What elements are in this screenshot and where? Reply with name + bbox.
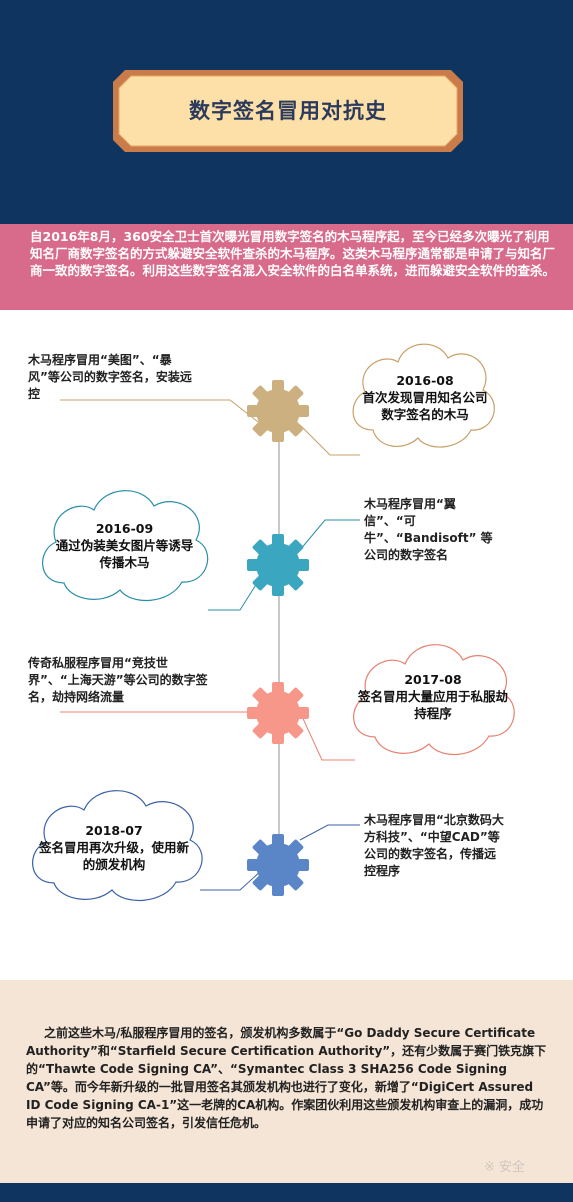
- event-detail: 木马程序冒用“北京数码大方科技”、“中望CAD”等公司的数字签名，传播远控程序: [364, 813, 504, 878]
- event-summary: 签名冒用大量应用于私服劫持程序: [358, 689, 509, 721]
- gear-icon: [247, 534, 309, 596]
- event-summary: 签名冒用再次升级，使用新的颁发机构: [38, 840, 189, 872]
- title-plate: 数字签名冒用对抗史: [113, 70, 463, 152]
- title-plate-shape: [113, 70, 463, 152]
- cloud-bubble: [42, 490, 209, 602]
- cloud-bubble: [353, 644, 515, 756]
- event-date: 2016-08: [396, 373, 454, 388]
- bottom-bar: [0, 1183, 573, 1202]
- event-date: 2018-07: [85, 823, 143, 838]
- footer-text: 之前这些木马/私服程序冒用的签名，颁发机构多数属于“Go Daddy Secur…: [26, 1026, 547, 1130]
- event-date: 2017-08: [404, 672, 462, 687]
- intro-text: 自2016年8月，360安全卫士首次曝光冒用数字签名的木马程序起，至今已经多次曝…: [30, 229, 556, 278]
- event-detail: 传奇私服程序冒用“竞技世界”、“上海天游”等公司的数字签名，劫持网络流量: [28, 656, 208, 704]
- cloud-bubble: [32, 790, 203, 902]
- page-title: 数字签名冒用对抗史: [189, 99, 387, 123]
- intro-banner: [0, 224, 573, 310]
- timeline-axis: [278, 385, 280, 855]
- event-summary: 通过伪装美女图片等诱导传播木马: [55, 538, 194, 570]
- event-summary: 首次发现冒用知名公司数字签名的木马: [362, 390, 488, 422]
- event-detail: 木马程序冒用“美图”、“暴风”等公司的数字签名，安装远控: [28, 353, 192, 401]
- gear-icon: [247, 834, 309, 896]
- watermark: ※ 安全: [484, 1160, 526, 1175]
- event-detail: 木马程序冒用“翼信”、“可牛”、“Bandisoft” 等公司的数字签名: [364, 497, 493, 562]
- gear-icon: [247, 380, 309, 442]
- event-date: 2016-09: [95, 521, 154, 536]
- cloud-bubble: [352, 343, 495, 448]
- footer-panel: [0, 980, 573, 1183]
- gear-icon: [247, 682, 309, 744]
